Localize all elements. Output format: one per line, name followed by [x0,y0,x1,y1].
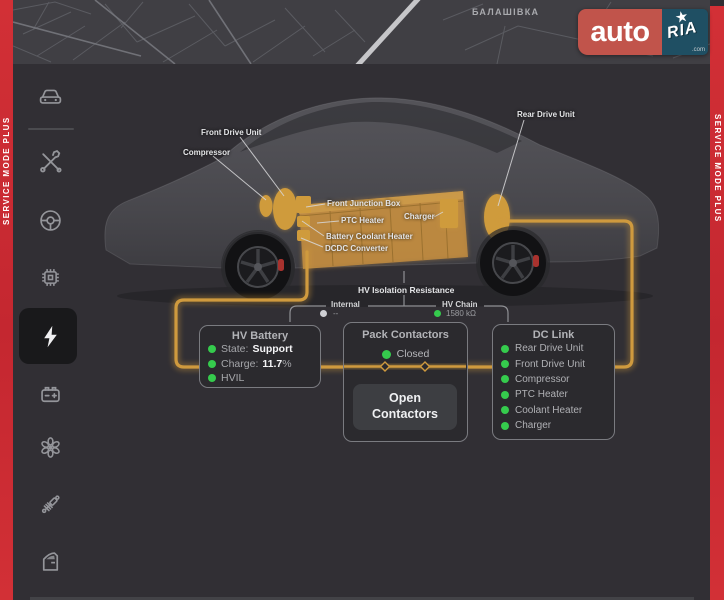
door-icon[interactable] [30,541,70,581]
charge-label: Charge: [221,357,259,370]
hv-battery-hvil-row: HVIL [208,371,320,386]
status-dot [208,359,216,368]
front-junction-box-part [296,196,311,213]
charge-value: 11.7 [262,357,283,370]
rear-wheel [476,226,550,300]
logo-ria-box: ★ RIA .com [662,9,708,55]
label-battery-coolant-heater: Battery Coolant Heater [326,232,413,241]
hv-battery-charge-row: Charge: 11.7 % [208,357,320,372]
dc-link-item: Charger [501,418,614,433]
rear-drive-unit-part [484,194,510,240]
service-mode-stripe-left: SERVICE MODE PLUS [0,0,13,600]
dc-link-item: Compressor [501,372,614,387]
compressor-part [259,195,273,217]
internal-status-dot [320,310,327,317]
label-rear-drive-unit: Rear Drive Unit [517,110,575,119]
label-dcdc-converter: DCDC Converter [325,244,389,253]
contactor-wire [344,361,466,372]
logo-tld-text: .com [691,47,705,53]
dc-link-title: DC Link [532,329,575,341]
open-contactors-button[interactable]: Open Contactors [353,384,457,430]
suspension-icon[interactable] [30,484,70,524]
service-mode-text-left: SERVICE MODE PLUS [2,116,11,226]
service-mode-text-right: SERVICE MODE PLUS [713,113,722,223]
map-location-label: БАЛАШІВКА [472,7,540,17]
pack-contactors-status: Closed [344,348,467,360]
state-value: Support [252,343,293,356]
state-label: State: [221,343,249,356]
sidebar [13,64,87,600]
hvil-label: HVIL [221,372,245,385]
dc-link-item: Coolant Heater [501,403,614,418]
pack-contactors-panel: Pack Contactors Closed Open Contactors [343,322,468,442]
label-charger: Charger [404,212,435,221]
high-voltage-icon[interactable] [30,316,70,356]
status-dot [208,345,216,354]
status-dot [501,390,509,399]
fan-icon[interactable] [30,427,70,467]
charger-part [440,199,458,228]
internal-value: -- [333,309,339,318]
dc-link-item: Front Drive Unit [501,356,614,371]
logo-auto-box: auto [578,9,662,55]
label-front-drive-unit: Front Drive Unit [201,128,262,137]
steering-wheel-icon[interactable] [30,200,70,240]
status-dot [208,374,216,383]
pack-contactors-title: Pack Contactors [362,329,449,341]
hv-chain-value: 1580 kΩ [446,309,476,318]
battery-12v-icon[interactable] [30,374,70,414]
dc-link-item: PTC Heater [501,387,614,402]
status-dot [501,406,509,415]
status-dot [501,421,509,430]
ptc-heater-part [297,216,310,227]
hv-chain-label: HV Chain [442,300,478,309]
sidebar-divider [28,128,74,130]
internal-label: Internal [331,300,360,309]
hv-battery-title: HV Battery [231,330,289,342]
car-icon[interactable] [30,76,70,116]
label-compressor: Compressor [183,148,231,157]
hv-chain-status-dot [434,310,441,317]
hv-isolation-title: HV Isolation Resistance [358,285,455,295]
logo-ria-text: RIA [665,19,699,43]
front-wheel [221,230,295,304]
chip-icon[interactable] [30,257,70,297]
label-front-junction-box: Front Junction Box [327,199,401,208]
charge-suffix: % [282,357,292,370]
map-roads [13,0,710,64]
leader-lines [212,119,525,248]
status-dot [501,375,509,384]
map-main-road [355,0,421,64]
dc-link-panel: DC Link Rear Drive Unit Front Drive Unit… [492,324,615,440]
contactor-state: Closed [396,348,430,360]
label-ptc-heater: PTC Heater [341,216,385,225]
contactor-node [419,361,431,372]
coolant-heater-part [297,230,310,241]
hv-battery-panel: HV Battery State: Support Charge: 11.7 %… [199,325,321,388]
bottom-edge-strip [30,597,694,600]
status-dot [501,360,509,369]
dc-link-item: Rear Drive Unit [501,341,614,356]
service-mode-stripe-right: SERVICE MODE PLUS [710,6,724,600]
status-dot [501,344,509,353]
front-drive-unit-part [273,188,297,230]
contactor-node [379,361,391,372]
service-tools-icon[interactable] [30,141,70,181]
status-dot [381,349,391,359]
hv-battery-state-row: State: Support [208,342,320,357]
autoria-logo: auto ★ RIA .com [578,9,708,55]
